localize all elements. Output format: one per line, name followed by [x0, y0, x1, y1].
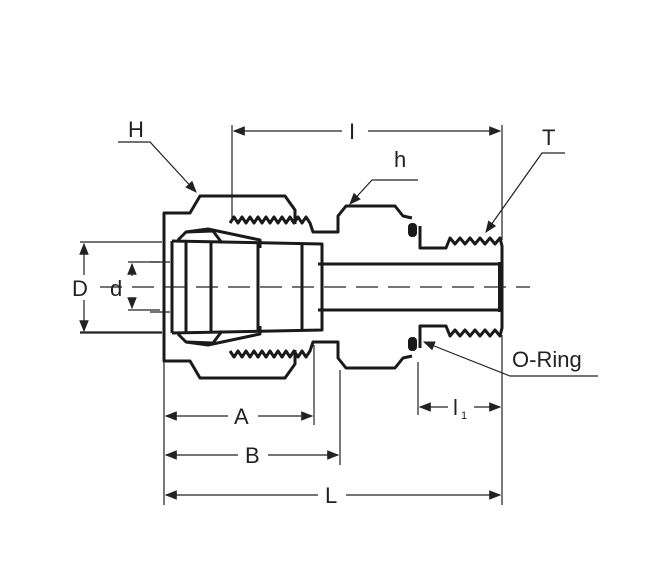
- label-B: B: [245, 443, 260, 468]
- label-h: h: [394, 147, 406, 172]
- label-o-ring: O-Ring: [512, 347, 582, 372]
- label-d: d: [110, 276, 122, 301]
- label-A: A: [234, 404, 249, 429]
- label-L: L: [325, 483, 337, 508]
- label-I: I: [349, 119, 355, 144]
- label-H: H: [128, 117, 144, 142]
- label-l1: l: [453, 395, 458, 420]
- label-l1-subscript: 1: [461, 410, 467, 422]
- dimension-lines: [79, 126, 598, 500]
- label-D: D: [72, 276, 88, 301]
- label-T: T: [542, 125, 555, 150]
